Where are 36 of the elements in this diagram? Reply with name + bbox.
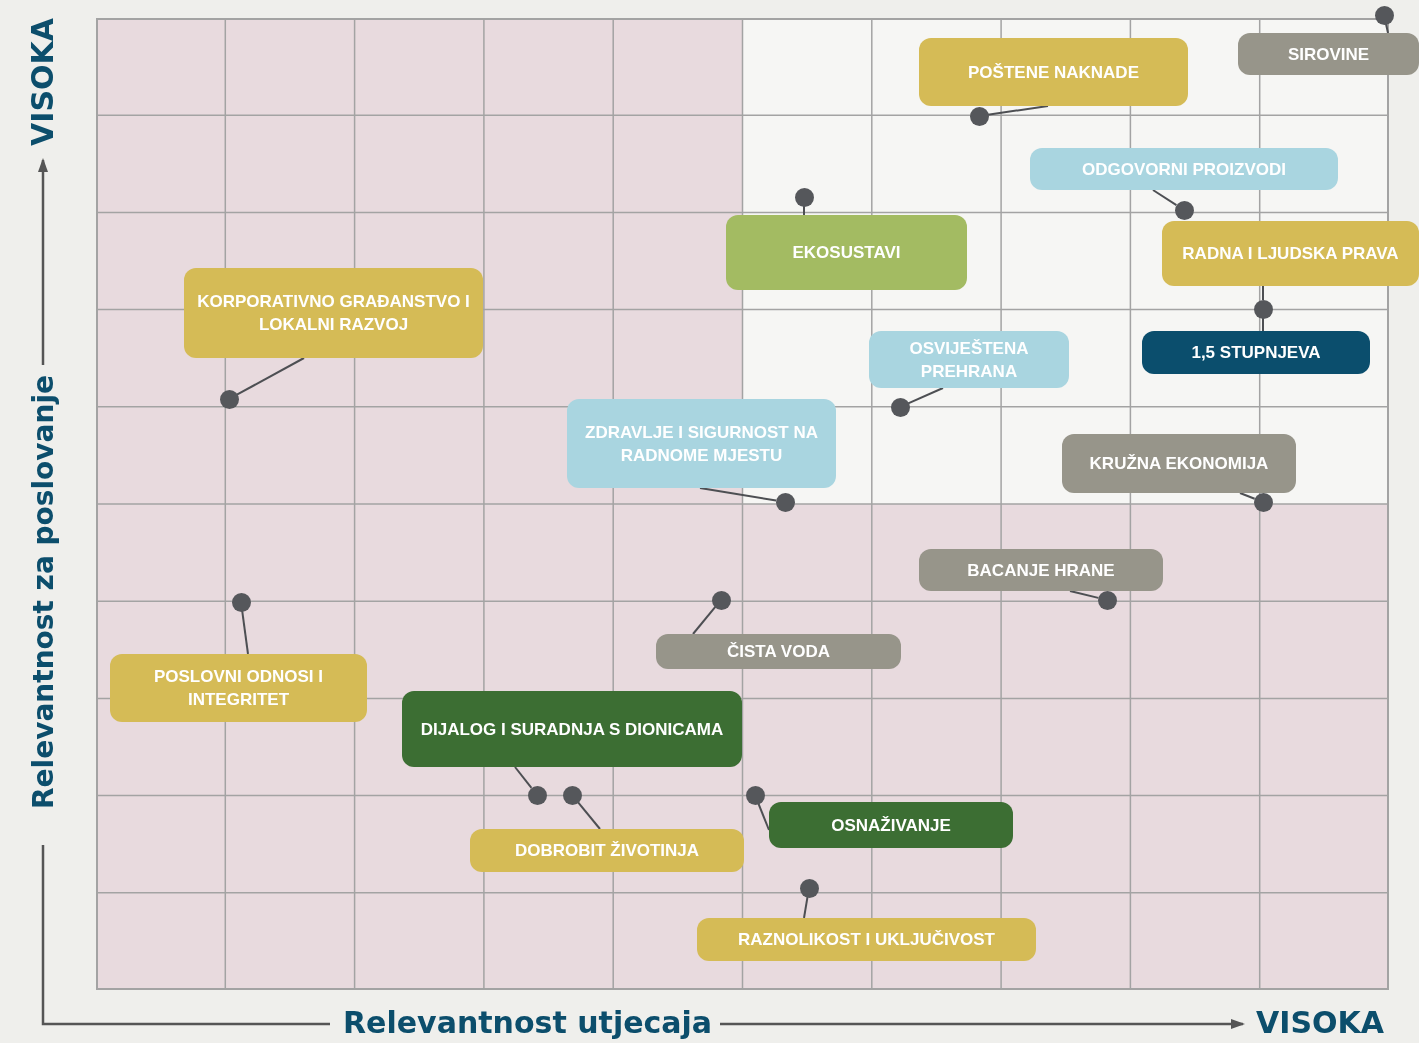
leader-line [241,609,249,655]
leader-line [699,487,778,502]
topic-label: RAZNOLIKOST I UKLJUČIVOST [697,918,1036,961]
leader-line [235,357,305,396]
leader-line [803,895,809,919]
leader-line [1262,285,1264,301]
axis-title: Relevantnost utjecaja [343,1008,713,1038]
topic-label: ODGOVORNI PROIZVODI [1030,148,1338,190]
leader-dot [1374,5,1394,25]
topic-label: KORPORATIVNO GRAĐANSTVO I LOKALNI RAZVOJ [184,268,483,358]
topic-label: RADNA I LJUDSKA PRAVA [1162,221,1419,286]
topic-label: 1,5 STUPNJEVA [1142,331,1370,374]
leader-line [907,387,944,405]
topic-label: DIJALOG I SURADNJA S DIONICAMA [402,691,742,767]
topic-label: POSLOVNI ODNOSI I INTEGRITET [110,654,367,722]
axis-label: VISOKA [1256,1008,1384,1038]
leader-line [1152,189,1178,207]
axis-label: VISOKA [28,18,58,146]
topic-label: ZDRAVLJE I SIGURNOST NA RADNOME MJESTU [567,399,836,488]
leader-line [1239,492,1256,500]
topic-label: ČISTA VODA [656,634,901,669]
leader-line [576,800,601,830]
leader-line [514,766,533,789]
leader-line [1262,317,1264,332]
axis-title: Relevantnost za poslovanje [30,375,58,809]
topic-label: DOBROBIT ŽIVOTINJA [470,829,744,872]
leader-line [1069,590,1100,599]
leader-line [692,605,717,635]
topic-label: OSVIJEŠTENA PREHRANA [869,331,1069,388]
topic-label: OSNAŽIVANJE [769,802,1013,848]
topic-label: POŠTENE NAKNADE [919,38,1188,106]
topic-label: SIROVINE [1238,33,1419,75]
leader-line [757,802,770,831]
topic-label: EKOSUSTAVI [726,215,967,290]
topic-label: BACANJE HRANE [919,549,1163,591]
topic-label: KRUŽNA EKONOMIJA [1062,434,1296,493]
